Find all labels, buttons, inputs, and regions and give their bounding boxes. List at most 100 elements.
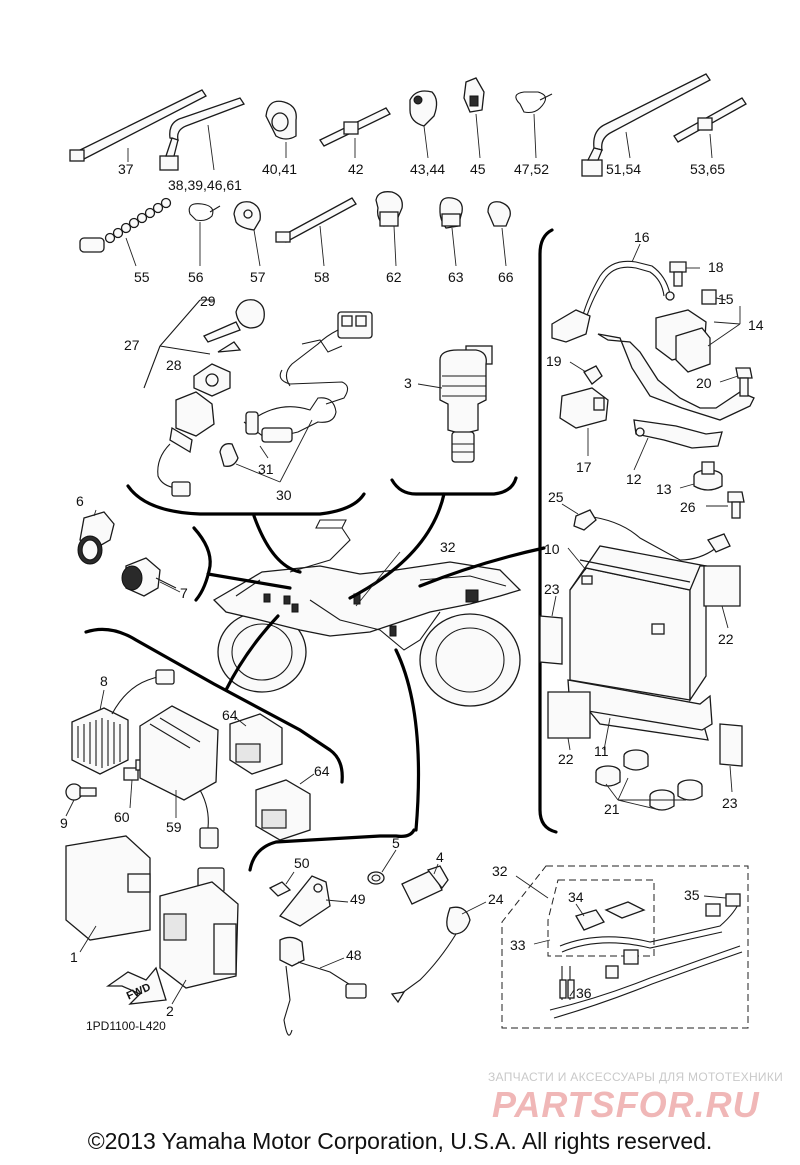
callout-23: 23 (544, 581, 560, 597)
link-atv-coil (348, 492, 446, 600)
callout-30: 30 (276, 487, 292, 503)
watermark-tagline: ЗАПЧАСТИ И АКСЕССУАРЫ ДЛЯ МОТОТЕХНИКИ (488, 1070, 784, 1084)
callout-22: 22 (718, 631, 734, 647)
part-59-cdi-unit (139, 705, 225, 893)
callout-27: 27 (124, 337, 140, 353)
callout-55: 55 (134, 269, 150, 285)
part-5-washer (367, 871, 385, 885)
callout-15: 15 (718, 291, 734, 307)
part-57-clamp (233, 201, 261, 267)
part-23-pad (539, 615, 563, 665)
callout-19: 19 (546, 353, 562, 369)
part-6-sensor (77, 511, 115, 565)
callout-21: 21 (604, 801, 620, 817)
part-14-relay (655, 309, 711, 373)
callout-59: 59 (166, 819, 182, 835)
part-36-fuse (559, 979, 575, 999)
callout-47: 47,52 (514, 161, 549, 177)
part-25-battery-lead (573, 509, 731, 561)
callout-17: 17 (576, 459, 592, 475)
callout-1: 1 (70, 949, 78, 965)
part-40-clamp (265, 100, 297, 158)
part-19-clip (583, 365, 603, 385)
part-34-fuse (575, 901, 646, 931)
part-26-bolt (727, 491, 745, 519)
bracket-lower-middle (248, 828, 416, 872)
part-50-bolt (268, 881, 292, 897)
copyright-footer: ©2013 Yamaha Motor Corporation, U.S.A. A… (87, 1128, 713, 1154)
callout-53: 53,65 (690, 161, 725, 177)
callout-34: 34 (568, 889, 584, 905)
callout-40: 40,41 (262, 161, 297, 177)
part-37-cable-tie (69, 89, 207, 162)
callout-33: 33 (510, 937, 526, 953)
callout-56: 56 (188, 269, 204, 285)
link-atv-regulator (224, 614, 280, 692)
part-47-band (515, 91, 553, 159)
callout-3: 3 (404, 375, 412, 391)
leader-lines (65, 243, 739, 1005)
part-38-cable-tie-holder (159, 97, 245, 171)
callout-4: 4 (436, 849, 444, 865)
bracket-right-section (538, 228, 558, 834)
callout-51: 51,54 (606, 161, 641, 177)
part-56-band (188, 203, 221, 266)
callout-11: 11 (594, 743, 609, 759)
callout-13: 13 (656, 481, 672, 497)
callout-64: 64 (222, 707, 238, 723)
part-63-clamp (439, 197, 463, 267)
callout-62: 62 (386, 269, 402, 285)
callout-10: 10 (544, 541, 560, 557)
part-64-relay (229, 713, 283, 775)
callout-45: 45 (470, 161, 486, 177)
callout-48: 48 (346, 947, 362, 963)
bracket-regulator (84, 627, 344, 784)
part-23-pad-lower (719, 723, 743, 767)
link-atv-sensors (206, 572, 292, 590)
callout-43: 43,44 (410, 161, 445, 177)
part-35-cap (725, 893, 741, 907)
callout-57: 57 (250, 269, 266, 285)
part-29-key (203, 299, 265, 353)
callout-labels: 37 38,39,46,61 40,41 42 43,44 45 47,52 5… (60, 161, 764, 1033)
callout-25: 25 (548, 489, 564, 505)
leader-29 (143, 299, 214, 389)
part-2-module (159, 881, 239, 989)
part-48-switch (279, 936, 367, 1036)
part-66-clamp (487, 201, 511, 267)
part-55-bead-band (79, 197, 172, 267)
part-1-ecu (65, 835, 151, 941)
callout-37: 37 (118, 161, 134, 177)
callout-63: 63 (448, 269, 464, 285)
callout-66: 66 (498, 269, 514, 285)
bracket-ignition-coil (390, 476, 518, 496)
part-31-cap (219, 443, 239, 467)
part-3-ignition-coil (439, 345, 493, 463)
part-42-cable-tie (319, 107, 391, 158)
part-24-lead (390, 906, 471, 1004)
callout-35: 35 (684, 887, 700, 903)
part-22-pad (703, 565, 741, 607)
callout-12: 12 (626, 471, 642, 487)
callout-42: 42 (348, 161, 364, 177)
part-4-sender (401, 865, 449, 905)
callout-14: 14 (748, 317, 764, 333)
part-7-sensor (121, 557, 177, 597)
part-62-clamp (375, 191, 403, 267)
part-8-rectifier-regulator (71, 669, 175, 775)
part-15-fuse (701, 289, 717, 305)
part-51-cable-tie-holder (581, 73, 711, 177)
part-64-relay-lower (255, 779, 311, 841)
callout-18: 18 (708, 259, 724, 275)
callout-32-atv: 32 (440, 539, 456, 555)
callout-50: 50 (294, 855, 310, 871)
part-13-damper (693, 461, 723, 491)
callout-6: 6 (76, 493, 84, 509)
callout-38: 38,39,46,61 (168, 177, 242, 193)
part-9-bolt (65, 783, 97, 801)
link-atv-sender (394, 648, 421, 832)
part-22-pad-lower (547, 691, 591, 739)
part-21-dampers (595, 749, 703, 811)
part-27-main-switch (157, 391, 215, 497)
callout-28: 28 (166, 357, 182, 373)
